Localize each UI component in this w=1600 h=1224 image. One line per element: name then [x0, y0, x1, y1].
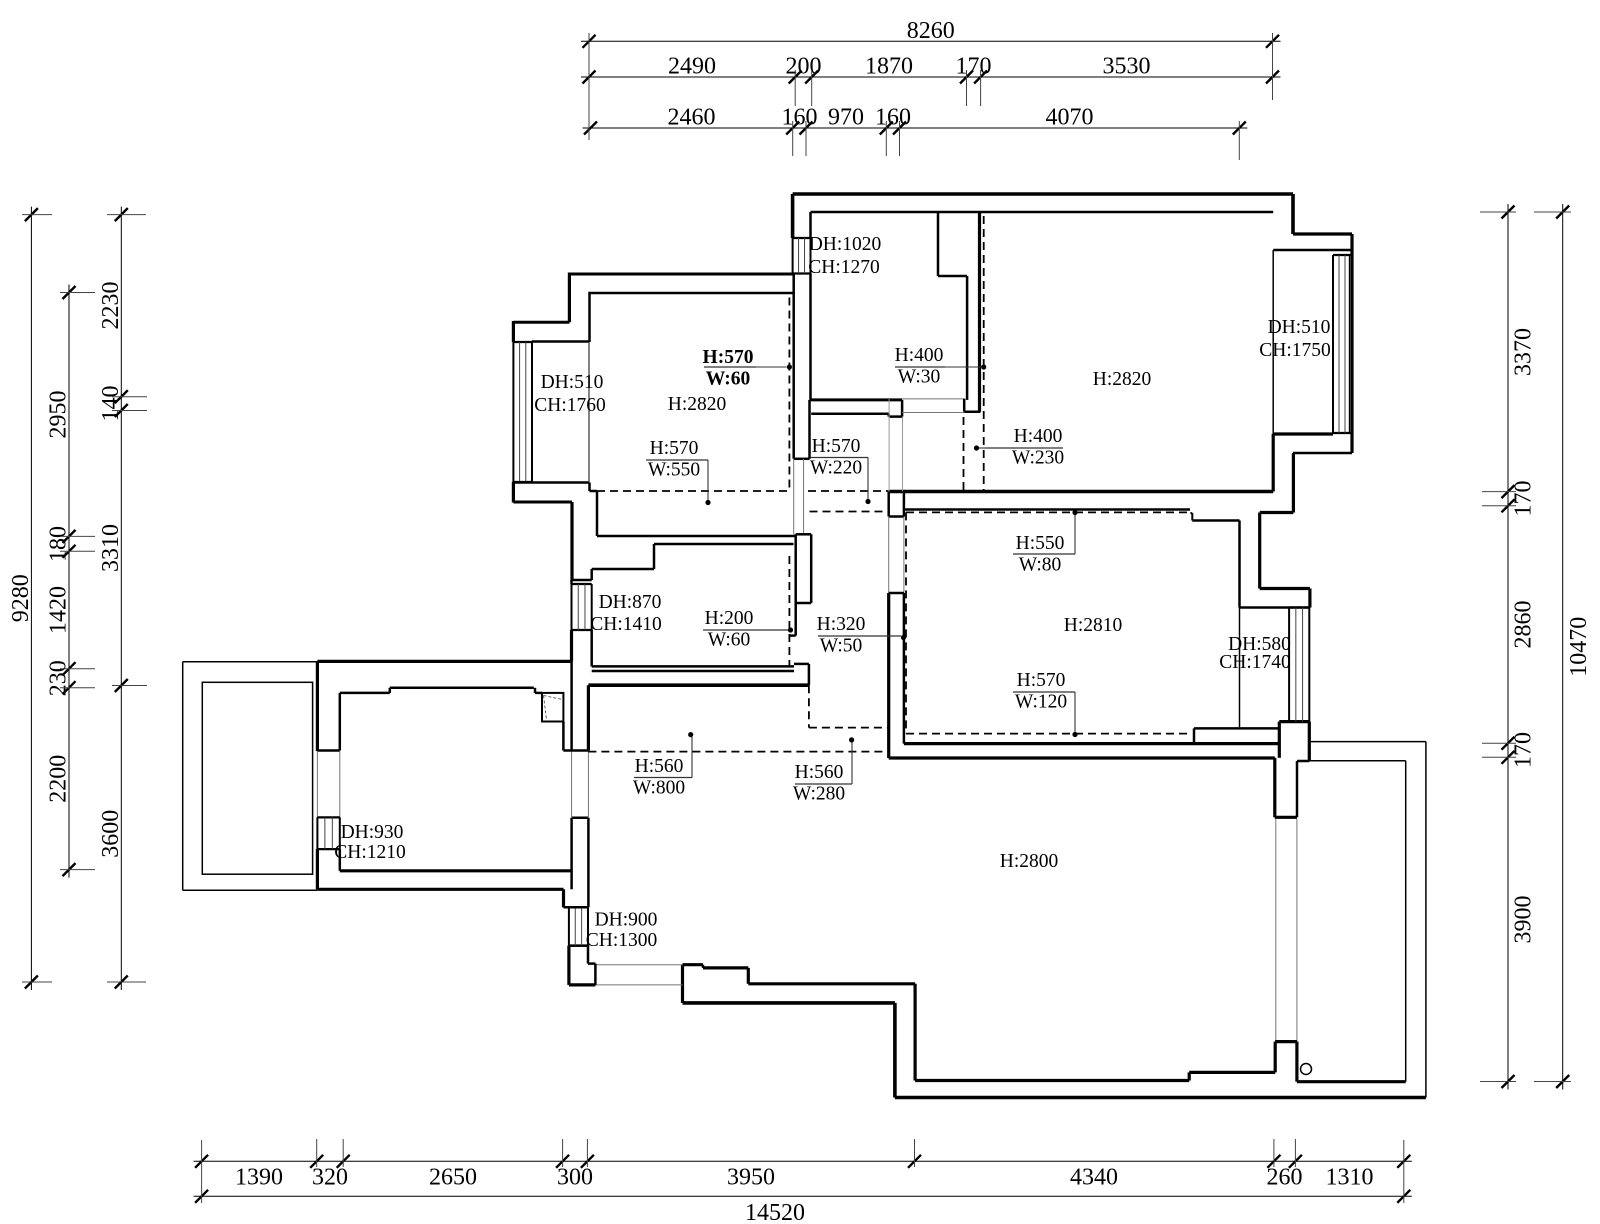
svg-text:DH:580: DH:580	[1228, 634, 1291, 655]
svg-text:260: 260	[1267, 1165, 1303, 1191]
svg-text:H:2800: H:2800	[1000, 851, 1059, 872]
svg-text:160: 160	[875, 105, 911, 131]
svg-text:CH:1750: CH:1750	[1259, 340, 1331, 361]
svg-text:W:50: W:50	[820, 636, 863, 657]
svg-text:170: 170	[956, 54, 992, 80]
svg-text:1390: 1390	[235, 1165, 283, 1191]
svg-text:DH:510: DH:510	[1268, 317, 1331, 338]
svg-text:H:560: H:560	[635, 756, 684, 777]
svg-text:4340: 4340	[1070, 1165, 1118, 1191]
svg-text:H:560: H:560	[795, 762, 844, 783]
svg-text:230: 230	[46, 660, 72, 696]
svg-text:H:320: H:320	[817, 614, 866, 635]
svg-text:2490: 2490	[668, 54, 716, 80]
svg-text:W:60: W:60	[708, 630, 751, 651]
svg-text:H:2820: H:2820	[668, 394, 727, 415]
svg-text:W:280: W:280	[793, 784, 845, 805]
svg-text:1310: 1310	[1326, 1165, 1374, 1191]
svg-text:160: 160	[782, 105, 818, 131]
svg-text:H:400: H:400	[895, 345, 944, 366]
svg-text:9280: 9280	[8, 574, 34, 622]
svg-text:W:30: W:30	[898, 367, 941, 388]
svg-text:3900: 3900	[1511, 896, 1537, 944]
svg-text:DH:900: DH:900	[595, 910, 658, 931]
svg-text:1870: 1870	[865, 54, 913, 80]
svg-text:170: 170	[1511, 481, 1537, 517]
svg-text:3310: 3310	[98, 524, 124, 572]
svg-text:DH:930: DH:930	[341, 822, 404, 843]
svg-text:180: 180	[46, 526, 72, 562]
svg-text:CH:1300: CH:1300	[586, 930, 658, 951]
svg-text:H:400: H:400	[1014, 426, 1063, 447]
svg-text:H:570: H:570	[650, 438, 699, 459]
svg-text:H:2820: H:2820	[1093, 369, 1152, 390]
svg-text:DH:510: DH:510	[541, 372, 604, 393]
svg-text:8260: 8260	[907, 18, 955, 44]
svg-text:3950: 3950	[727, 1165, 775, 1191]
svg-text:DH:870: DH:870	[599, 592, 662, 613]
svg-text:W:230: W:230	[1012, 448, 1064, 469]
svg-text:10470: 10470	[1566, 617, 1592, 677]
svg-text:970: 970	[828, 105, 864, 131]
svg-text:2860: 2860	[1511, 601, 1537, 649]
svg-text:2460: 2460	[668, 105, 716, 131]
svg-text:H:570: H:570	[812, 436, 861, 457]
svg-text:140: 140	[98, 386, 124, 422]
svg-text:H:570: H:570	[1017, 670, 1066, 691]
svg-text:2650: 2650	[429, 1165, 477, 1191]
svg-text:W:550: W:550	[648, 460, 700, 481]
svg-text:4070: 4070	[1046, 105, 1094, 131]
svg-text:W:80: W:80	[1019, 555, 1062, 576]
svg-text:H:570: H:570	[703, 347, 754, 368]
svg-text:CH:1410: CH:1410	[590, 614, 662, 635]
svg-text:W:220: W:220	[810, 458, 862, 479]
svg-text:14520: 14520	[745, 1200, 805, 1224]
svg-text:W:60: W:60	[706, 369, 750, 390]
svg-text:3530: 3530	[1103, 54, 1151, 80]
svg-text:320: 320	[312, 1165, 348, 1191]
svg-text:3600: 3600	[98, 810, 124, 858]
svg-text:3370: 3370	[1511, 328, 1537, 376]
svg-text:W:800: W:800	[633, 778, 685, 799]
svg-text:CH:1740: CH:1740	[1219, 652, 1291, 673]
svg-text:H:2810: H:2810	[1064, 615, 1123, 636]
svg-text:H:200: H:200	[705, 608, 754, 629]
svg-text:W:120: W:120	[1015, 692, 1067, 713]
svg-text:2230: 2230	[98, 282, 124, 330]
svg-text:2200: 2200	[46, 755, 72, 803]
svg-text:200: 200	[786, 54, 822, 80]
svg-text:2950: 2950	[46, 391, 72, 439]
svg-text:DH:1020: DH:1020	[809, 234, 882, 255]
svg-text:H:550: H:550	[1016, 533, 1065, 554]
svg-text:170: 170	[1511, 732, 1537, 768]
svg-text:CH:1270: CH:1270	[808, 257, 880, 278]
svg-text:CH:1760: CH:1760	[534, 395, 606, 416]
svg-text:300: 300	[557, 1165, 593, 1191]
svg-text:1420: 1420	[46, 586, 72, 634]
svg-text:CH:1210: CH:1210	[334, 842, 406, 863]
